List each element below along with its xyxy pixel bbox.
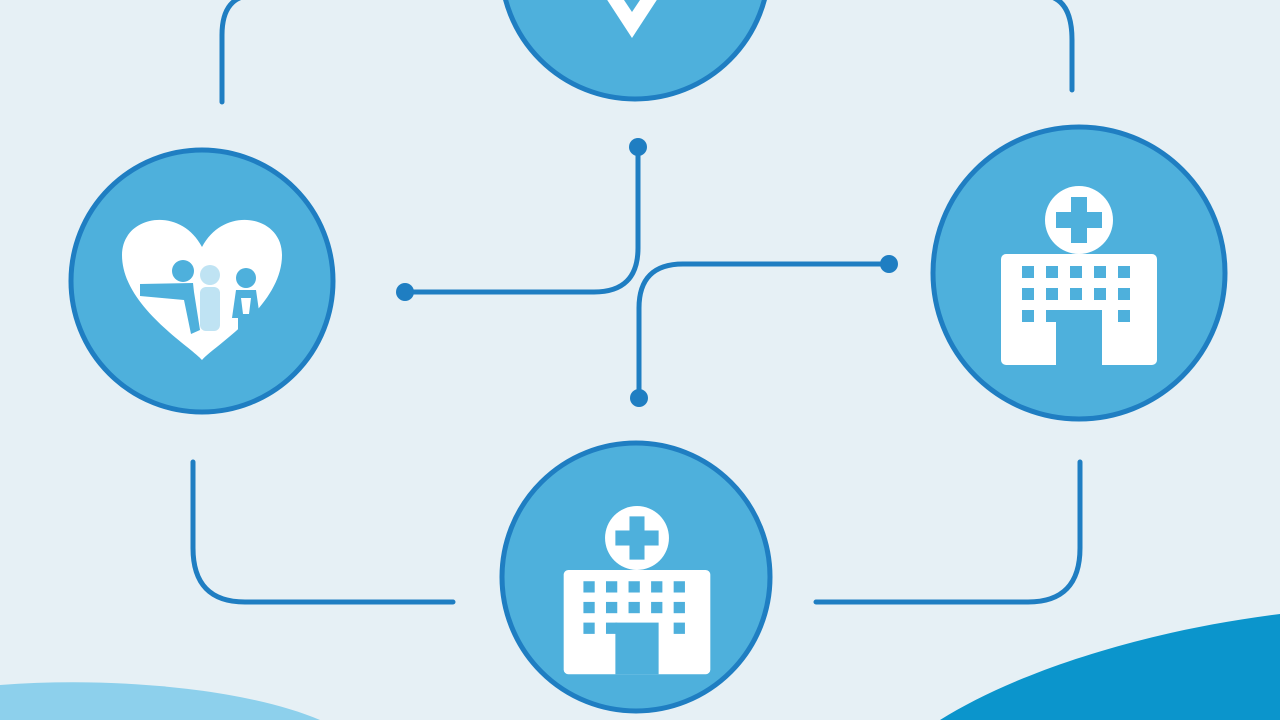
- node-top: [503, 0, 767, 102]
- node-left: [68, 147, 336, 415]
- node-bottom: [499, 440, 773, 714]
- connector-endpoints: [396, 138, 898, 407]
- connector-center-top-to-left: [402, 144, 641, 295]
- node-right: [930, 124, 1228, 422]
- heart-family-icon: [122, 219, 282, 360]
- wave-dark-bottom-right: [940, 614, 1280, 720]
- connector-bottom-left: [190, 459, 456, 605]
- connector-center-right-to-bottom: [636, 261, 892, 401]
- connector-lines: [190, 0, 1083, 605]
- heart-hand-icon: [607, 0, 657, 38]
- connector-top-right: [1052, 0, 1075, 93]
- connector-top-left: [219, 0, 242, 105]
- wave-light-bottom-left: [0, 682, 320, 720]
- connector-bottom-right: [813, 459, 1083, 605]
